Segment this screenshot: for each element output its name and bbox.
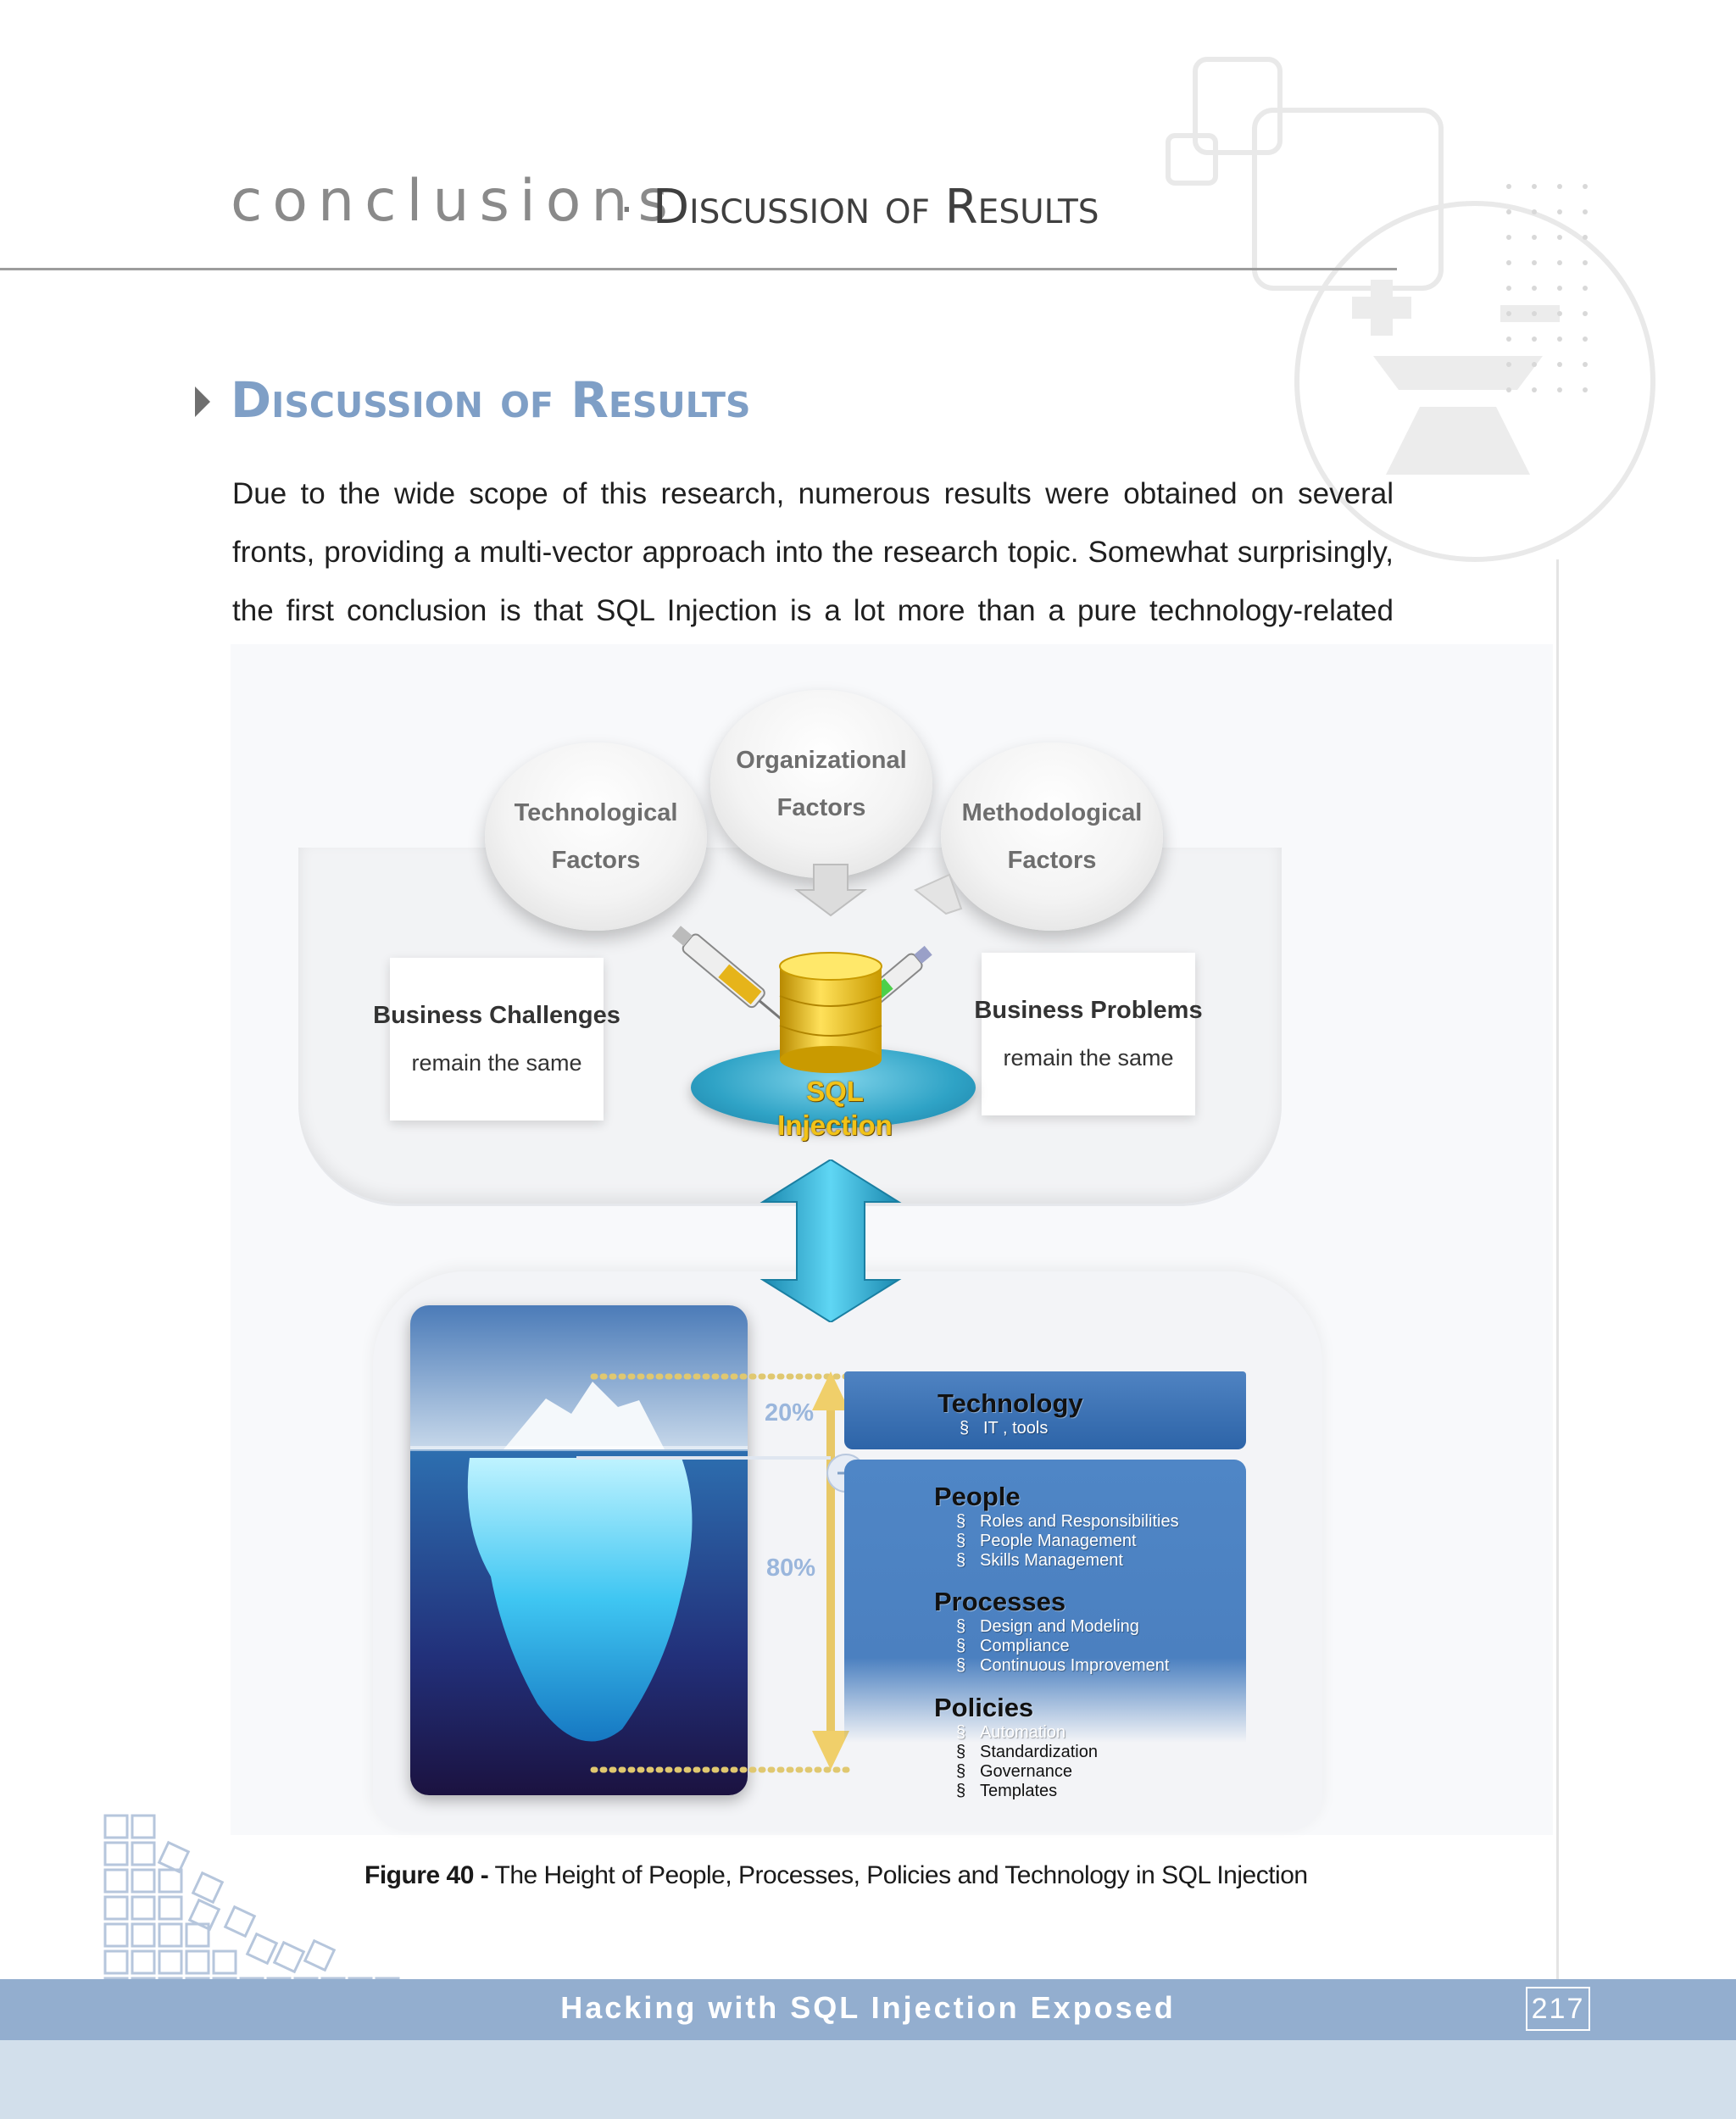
business-challenges-subtitle: remain the same <box>411 1039 581 1087</box>
policies-title: Policies <box>934 1693 1098 1723</box>
business-problems-title: Business Problems <box>974 987 1202 1034</box>
sql-injection-line: Injection <box>746 1109 924 1143</box>
policies-item: §Automation <box>956 1723 1098 1743</box>
policies-item: §Standardization <box>956 1743 1098 1762</box>
policies-item: §Governance <box>956 1762 1098 1782</box>
percent-top: 20% <box>765 1399 814 1427</box>
chapter-heading: conclusions <box>231 168 678 235</box>
people-item: §Skills Management <box>956 1551 1179 1571</box>
bubble-line: Factors <box>552 837 641 884</box>
header-rule <box>0 268 1397 270</box>
page-number: 217 <box>1526 1987 1590 2031</box>
technology-title: Technology <box>938 1388 1083 1419</box>
bubble-line: Organizational <box>736 737 906 784</box>
bubble-line: Factors <box>777 784 866 831</box>
technology-group: Technology §IT , tools <box>938 1388 1083 1438</box>
policies-item: §Templates <box>956 1782 1098 1801</box>
processes-title: Processes <box>934 1587 1169 1617</box>
heading-separator: · <box>619 178 635 233</box>
processes-item: §Continuous Improvement <box>956 1656 1169 1676</box>
bubble-line: Methodological <box>962 789 1143 837</box>
people-title: People <box>934 1482 1179 1512</box>
processes-item: §Compliance <box>956 1637 1169 1656</box>
footer-book-title: Hacking with SQL Injection Exposed <box>0 1990 1736 2026</box>
bubble-line: Factors <box>1008 837 1097 884</box>
sql-injection-label: SQL Injection <box>746 1075 924 1143</box>
processes-group: Processes §Design and Modeling §Complian… <box>934 1587 1169 1676</box>
bubble-methodological-factors: Methodological Factors <box>941 742 1163 931</box>
people-item: §Roles and Responsibilities <box>956 1512 1179 1532</box>
double-arrow-icon <box>754 1160 907 1322</box>
section-title: Discussion of Results <box>231 371 751 429</box>
sql-injection-line: SQL <box>746 1075 924 1109</box>
people-group: People §Roles and Responsibilities §Peop… <box>934 1482 1179 1571</box>
business-problems-box: Business Problems remain the same <box>982 953 1195 1115</box>
height-indicator-graphic <box>576 1366 865 1773</box>
business-challenges-box: Business Challenges remain the same <box>390 958 604 1121</box>
processes-item: §Design and Modeling <box>956 1617 1169 1637</box>
running-section-heading: Discussion of Results <box>653 180 1099 235</box>
bubble-line: Technological <box>515 789 678 837</box>
database-syringe-icons <box>670 915 958 1085</box>
technology-item: §IT , tools <box>960 1419 1083 1438</box>
policies-group: Policies §Automation §Standardization §G… <box>934 1693 1098 1801</box>
people-item: §People Management <box>956 1532 1179 1551</box>
section-arrow-icon <box>195 387 210 417</box>
percent-bottom: 80% <box>766 1554 815 1582</box>
footer-bottom-band <box>0 2040 1736 2119</box>
figure-caption: Figure 40 - The Height of People, Proces… <box>364 1861 1308 1890</box>
business-problems-subtitle: remain the same <box>1003 1034 1173 1082</box>
side-rule <box>1556 559 1559 1983</box>
caption-text: The Height of People, Processes, Policie… <box>495 1861 1308 1889</box>
business-challenges-title: Business Challenges <box>373 992 620 1039</box>
bubble-technological-factors: Technological Factors <box>485 742 707 931</box>
bubble-organizational-factors: Organizational Factors <box>710 690 932 878</box>
